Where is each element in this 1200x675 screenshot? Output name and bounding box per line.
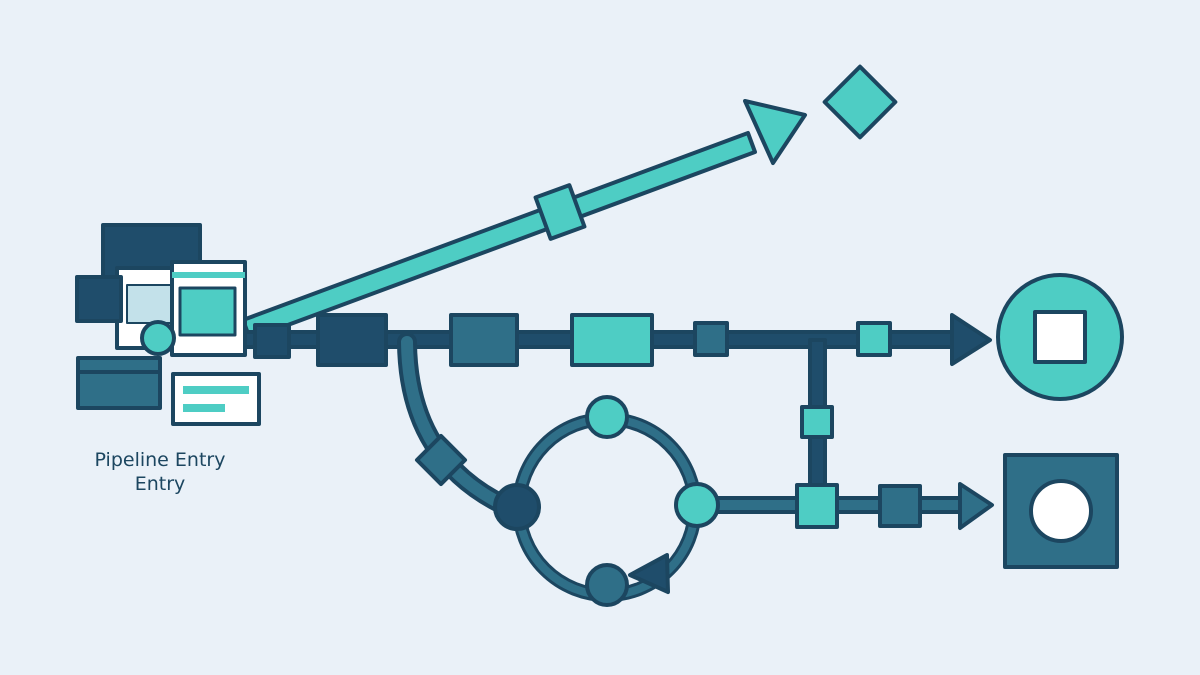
lower-node-2 [878,484,922,528]
vertical-node [800,405,834,439]
entry-label: Pipeline Entry Entry [60,448,260,496]
diagonal-arrow-marker [533,183,587,241]
cycle-node-right [674,482,720,528]
diagonal-arrow-shaft [241,131,757,341]
diagonal-arrow [241,99,807,341]
main-node-5 [693,321,729,357]
square-in-circle-icon [996,273,1124,401]
main-node-2 [316,313,388,367]
circle-in-square-icon [1003,453,1119,569]
entry-label-line1: Pipeline Entry [94,449,226,471]
main-node-3 [449,313,519,367]
lower-node-1 [795,483,839,529]
branch-node [414,433,468,487]
diamond-icon [822,64,898,140]
main-node-1 [253,323,291,359]
main-node-4 [570,313,654,367]
entry-label-line2: Entry [134,473,186,495]
cycle-node-top [585,395,629,439]
main-arrow-head [950,313,992,366]
cycle-node-bottom [585,563,629,607]
cycle-node-left [493,483,541,531]
cycle-arrow-head [628,553,670,594]
diagonal-arrow-head [743,99,807,165]
main-node-6 [856,321,892,357]
lower-arrow-head [958,482,994,530]
stacked-windows-icon [75,223,261,426]
